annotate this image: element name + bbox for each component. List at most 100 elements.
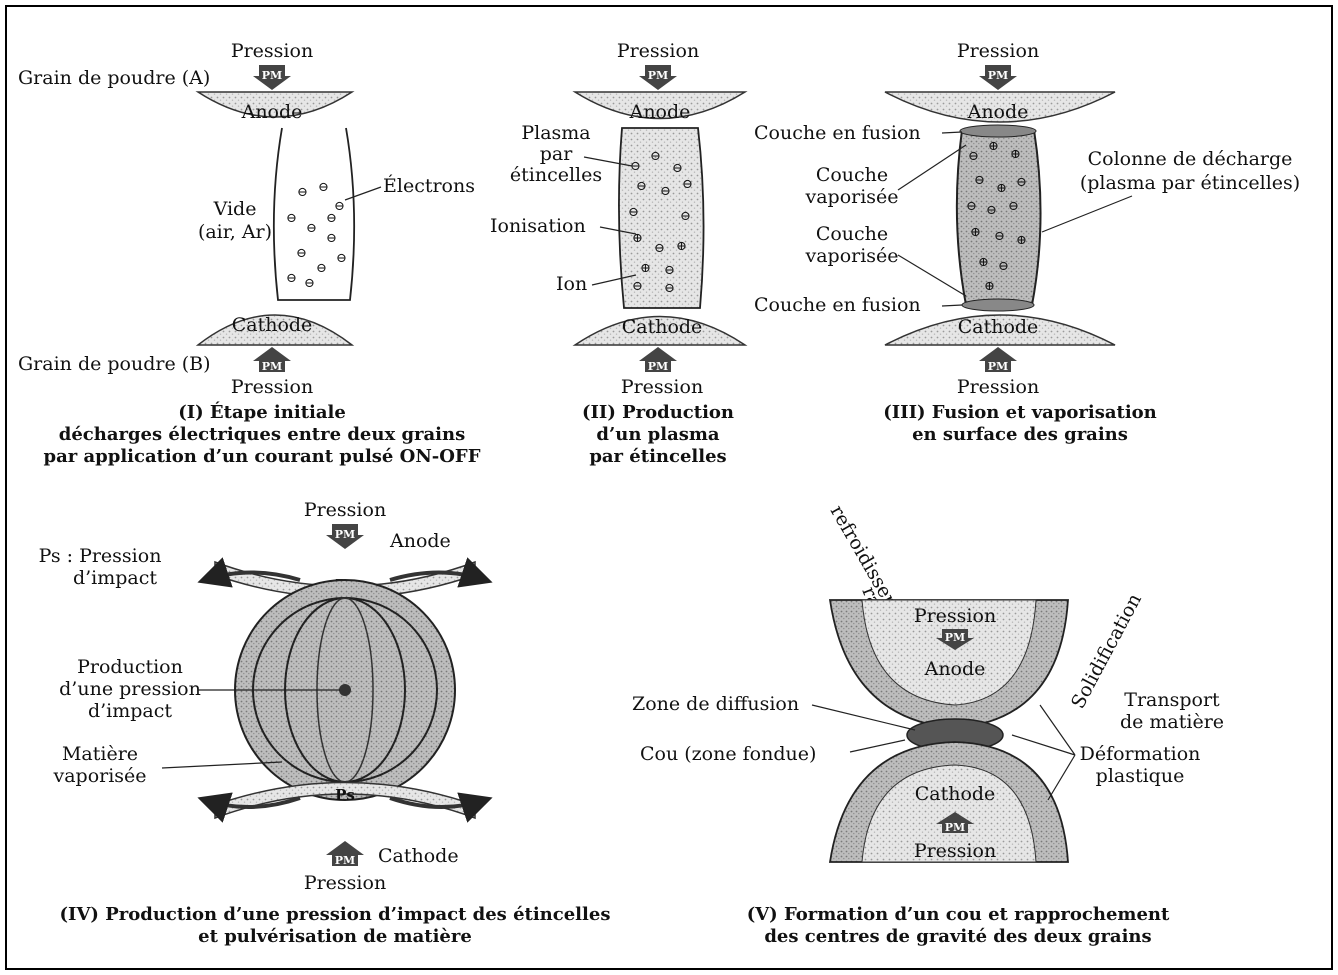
svg-text:⊖: ⊖	[1016, 175, 1027, 190]
caption-line-3: par application d’un courant pulsé ON-OF…	[43, 446, 480, 467]
svg-text:⊖: ⊖	[326, 211, 337, 226]
vapor-layer-bottom-label: Couche	[816, 223, 888, 245]
svg-text:⊖: ⊖	[650, 149, 661, 164]
svg-text:⊖: ⊖	[316, 261, 327, 276]
vapor-layer-top-label: Couche	[816, 164, 888, 186]
pressure-arrow-down-icon: PM	[326, 524, 364, 549]
svg-text:⊖: ⊖	[318, 180, 329, 195]
svg-text:PM: PM	[335, 854, 355, 867]
caption-line-2: décharges électriques entre deux grains	[59, 424, 466, 445]
pressure-arrow-up-icon: PM	[979, 347, 1017, 373]
svg-text:⊕: ⊕	[978, 255, 989, 270]
cathode-label: Cathode	[232, 314, 313, 336]
anode-label: Anode	[924, 658, 986, 680]
svg-text:⊖: ⊖	[286, 211, 297, 226]
svg-text:PM: PM	[648, 69, 668, 82]
svg-text:⊕: ⊕	[996, 181, 1007, 196]
svg-text:⊖: ⊖	[326, 231, 337, 246]
svg-text:PM: PM	[945, 631, 965, 644]
pressure-arrow-down-icon: PM	[639, 65, 677, 90]
anode-label: Anode	[389, 530, 451, 552]
grain-b-label: Grain de poudre (B)	[18, 353, 211, 375]
svg-text:⊖: ⊖	[660, 184, 671, 199]
ionisation-label: Ionisation	[490, 215, 586, 237]
svg-text:⊖: ⊖	[296, 246, 307, 261]
discharge-column-label: Colonne de décharge	[1088, 148, 1293, 170]
cathode-label: Cathode	[958, 316, 1039, 338]
vapor-layer-top-label-2: vaporisée	[804, 186, 898, 208]
svg-text:⊕: ⊕	[640, 261, 651, 276]
svg-text:⊖: ⊖	[680, 209, 691, 224]
vaporized-matter-label-2: vaporisée	[52, 765, 146, 787]
caption-line-1: (II) Production	[582, 402, 734, 423]
plastic-deformation-label: Déformation	[1080, 743, 1201, 765]
svg-text:PM: PM	[648, 360, 668, 373]
pressure-label-bottom: Pression	[621, 376, 703, 398]
panel-fusion-vaporisation: Pression PM Anode ⊖⊕⊕ ⊖⊕⊖ ⊖⊖⊖ ⊕⊖⊕ ⊕⊖⊕ Co…	[754, 40, 1300, 445]
pressure-label-bottom: Pression	[914, 840, 996, 862]
impact-pressure-label: Ps : Pression	[39, 545, 162, 567]
pressure-arrow-up-icon: PM	[639, 347, 677, 373]
cathode-label: Cathode	[378, 845, 459, 867]
matter-transport-label-2: de matière	[1120, 711, 1224, 733]
svg-text:PM: PM	[988, 69, 1008, 82]
svg-text:⊖: ⊖	[1008, 199, 1019, 214]
svg-text:⊖: ⊖	[968, 149, 979, 164]
plasma-label: Plasma	[521, 122, 590, 144]
grain-a-label: Grain de poudre (A)	[18, 67, 210, 89]
impact-production-label-3: d’impact	[88, 700, 172, 722]
svg-text:⊖: ⊖	[306, 221, 317, 236]
fusion-layer-bottom-label: Couche en fusion	[754, 294, 921, 316]
svg-text:PM: PM	[335, 528, 355, 541]
anode-label: Anode	[967, 101, 1029, 123]
caption-line-2: et pulvérisation de matière	[198, 926, 472, 947]
vacuum-label: Vide	[213, 198, 257, 220]
impact-production-label: Production	[77, 656, 183, 678]
panel-impact-pressure: Pression PM Anode Ps : Pression d’impact…	[39, 499, 611, 947]
svg-text:PM: PM	[988, 360, 1008, 373]
impact-pressure-label-2: d’impact	[73, 567, 157, 589]
svg-text:PM: PM	[262, 69, 282, 82]
svg-text:⊕: ⊕	[988, 139, 999, 154]
anode-label: Anode	[241, 101, 303, 123]
plasma-label-2: par	[540, 143, 573, 165]
svg-text:⊕: ⊕	[1016, 233, 1027, 248]
svg-text:⊖: ⊖	[966, 199, 977, 214]
diffusion-zone-label: Zone de diffusion	[632, 693, 799, 715]
vacuum-gas-label: (air, Ar)	[198, 221, 272, 243]
pressure-label-top: Pression	[231, 40, 313, 62]
pressure-label-bottom: Pression	[957, 376, 1039, 398]
svg-text:⊖: ⊖	[682, 177, 693, 192]
ion-label: Ion	[556, 273, 587, 295]
caption-line-1: (IV) Production d’une pression d’impact …	[60, 904, 611, 925]
svg-text:⊖: ⊖	[286, 271, 297, 286]
svg-text:PM: PM	[262, 360, 282, 373]
electrons-label: Électrons	[383, 174, 475, 197]
pressure-label-bottom: Pression	[304, 872, 386, 894]
anode-label: Anode	[629, 101, 691, 123]
panel-initial-stage: Pression PM Grain de poudre (A) Anode ⊖⊖…	[18, 40, 481, 467]
caption-line-2: en surface des grains	[912, 424, 1128, 445]
svg-text:⊖: ⊖	[998, 259, 1009, 274]
caption-line-1: (V) Formation d’un cou et rapprochement	[747, 904, 1170, 925]
svg-text:⊕: ⊕	[676, 239, 687, 254]
svg-text:⊖: ⊖	[304, 276, 315, 291]
ps-mark-bottom: Ps	[335, 786, 355, 804]
svg-text:⊖: ⊖	[636, 179, 647, 194]
pressure-arrow-up-icon: PM	[326, 841, 364, 867]
svg-text:⊖: ⊖	[994, 229, 1005, 244]
vaporized-matter-label: Matière	[62, 743, 138, 765]
caption-line-3: par étincelles	[589, 446, 726, 467]
svg-text:⊖: ⊖	[297, 185, 308, 200]
plasma-label-3: étincelles	[510, 164, 602, 186]
svg-text:⊖: ⊖	[336, 251, 347, 266]
impact-production-label-2: d’une pression	[59, 678, 201, 700]
pressure-label-top: Pression	[304, 499, 386, 521]
neck-label: Cou (zone fondue)	[640, 743, 816, 765]
panel-neck-formation: refroidissement rapide Solidification Pr…	[632, 502, 1224, 948]
svg-text:⊖: ⊖	[672, 161, 683, 176]
pressure-label-bottom: Pression	[231, 376, 313, 398]
pressure-label-top: Pression	[617, 40, 699, 62]
pressure-label-top: Pression	[914, 605, 996, 627]
